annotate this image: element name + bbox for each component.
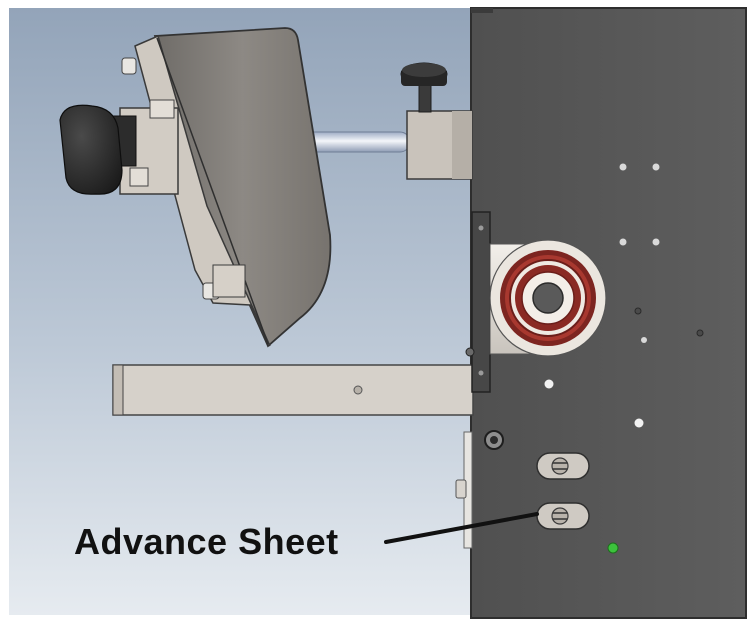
- small-screw: [634, 307, 642, 315]
- lock-knob-stem: [418, 84, 432, 113]
- knob-hub-plate-2: [129, 167, 149, 187]
- sheet-roll-icon: [489, 239, 607, 357]
- callout-leader-line: [384, 512, 539, 544]
- bracket-screw-top: [478, 225, 484, 231]
- tray-screw-top: [121, 57, 137, 75]
- hole: [652, 163, 660, 171]
- shelf-arm-end: [112, 364, 124, 416]
- sheet-tray: [153, 27, 332, 348]
- housing-top-edge: [471, 8, 493, 13]
- adjust-knob-icon: [59, 104, 123, 195]
- hole: [544, 379, 554, 389]
- tray-bracket-bottom: [212, 264, 246, 298]
- bracket-pivot: [465, 347, 475, 357]
- tray-edge-line: [156, 37, 269, 345]
- advance-sheet-button-icon[interactable]: [536, 502, 590, 530]
- hole: [641, 337, 647, 343]
- bracket-screw-bottom: [478, 370, 484, 376]
- small-screw: [696, 329, 704, 337]
- hole: [619, 163, 627, 171]
- hole: [634, 418, 644, 428]
- roll-bracket: [471, 211, 491, 393]
- status-indicator-light: [607, 542, 619, 554]
- knob-hub-plate: [149, 99, 175, 119]
- feed-button-icon: [536, 452, 590, 480]
- side-rail-clip: [455, 479, 467, 499]
- shelf-screw: [353, 385, 363, 395]
- edge-knob-core: [490, 436, 498, 444]
- housing-holes: [544, 163, 660, 428]
- shelf-arm: [112, 364, 474, 416]
- hole: [619, 238, 627, 246]
- lock-knob-cap: [402, 63, 446, 77]
- hole: [652, 238, 660, 246]
- rod-clamp-shade: [452, 111, 472, 179]
- advance-sheet-label: Advance Sheet: [74, 521, 339, 562]
